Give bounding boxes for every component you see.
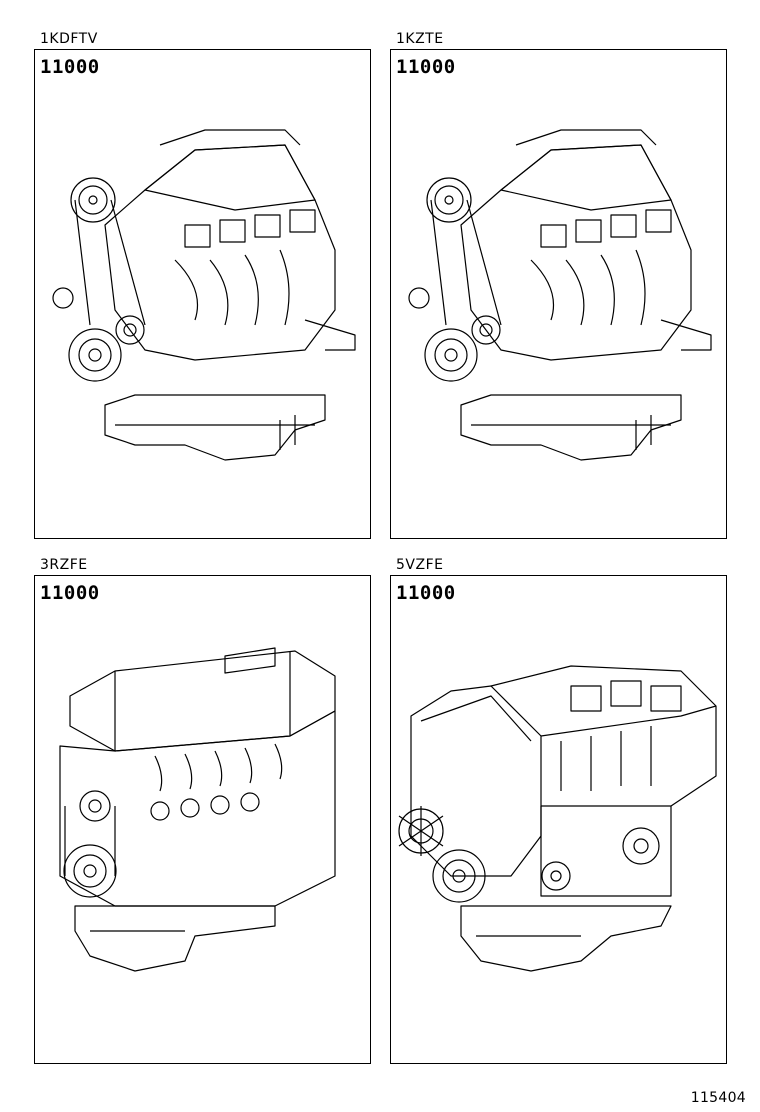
engine-panel-5vzfe[interactable]: 11000 bbox=[390, 575, 727, 1064]
part-number: 11000 bbox=[396, 56, 456, 78]
diesel-engine-icon bbox=[408, 129, 712, 461]
part-number: 11000 bbox=[396, 582, 456, 604]
illustration-id: 115404 bbox=[690, 1090, 746, 1106]
engine-panel-3rzfe[interactable]: 11000 bbox=[34, 575, 371, 1064]
engine-label-1kzte: 1KZTE bbox=[396, 31, 444, 47]
inline4-engine-icon bbox=[59, 647, 336, 972]
engine-label-1kdftv: 1KDFTV bbox=[40, 31, 98, 47]
engine-label-3rzfe: 3RZFE bbox=[40, 557, 88, 573]
engine-label-5vzfe: 5VZFE bbox=[396, 557, 444, 573]
part-number: 11000 bbox=[40, 56, 100, 78]
engine-panel-1kzte[interactable]: 11000 bbox=[390, 49, 727, 539]
engine-panel-1kdftv[interactable]: 11000 bbox=[34, 49, 371, 539]
v6-engine-icon bbox=[398, 665, 717, 972]
part-number: 11000 bbox=[40, 582, 100, 604]
diesel-engine-icon bbox=[52, 129, 356, 461]
